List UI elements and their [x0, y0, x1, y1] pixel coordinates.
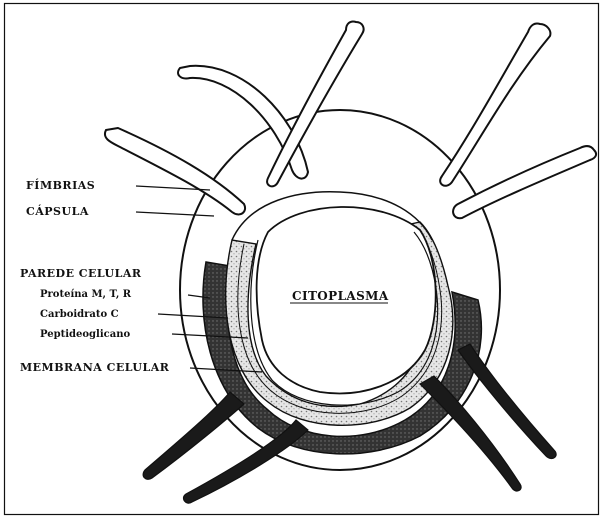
- label-capsula: CÁPSULA: [26, 206, 89, 217]
- label-fimbrias: FÍMBRIAS: [26, 180, 95, 191]
- label-parede-celular: PAREDE CELULAR: [20, 268, 142, 279]
- label-peptideoglicano: Peptideoglicano: [40, 330, 130, 340]
- label-citoplasma: CITOPLASMA: [292, 290, 389, 302]
- label-membrana-celular: MEMBRANA CELULAR: [20, 362, 169, 373]
- label-carboidrato: Carboidrato C: [40, 310, 119, 320]
- label-proteina: Proteína M, T, R: [40, 290, 131, 300]
